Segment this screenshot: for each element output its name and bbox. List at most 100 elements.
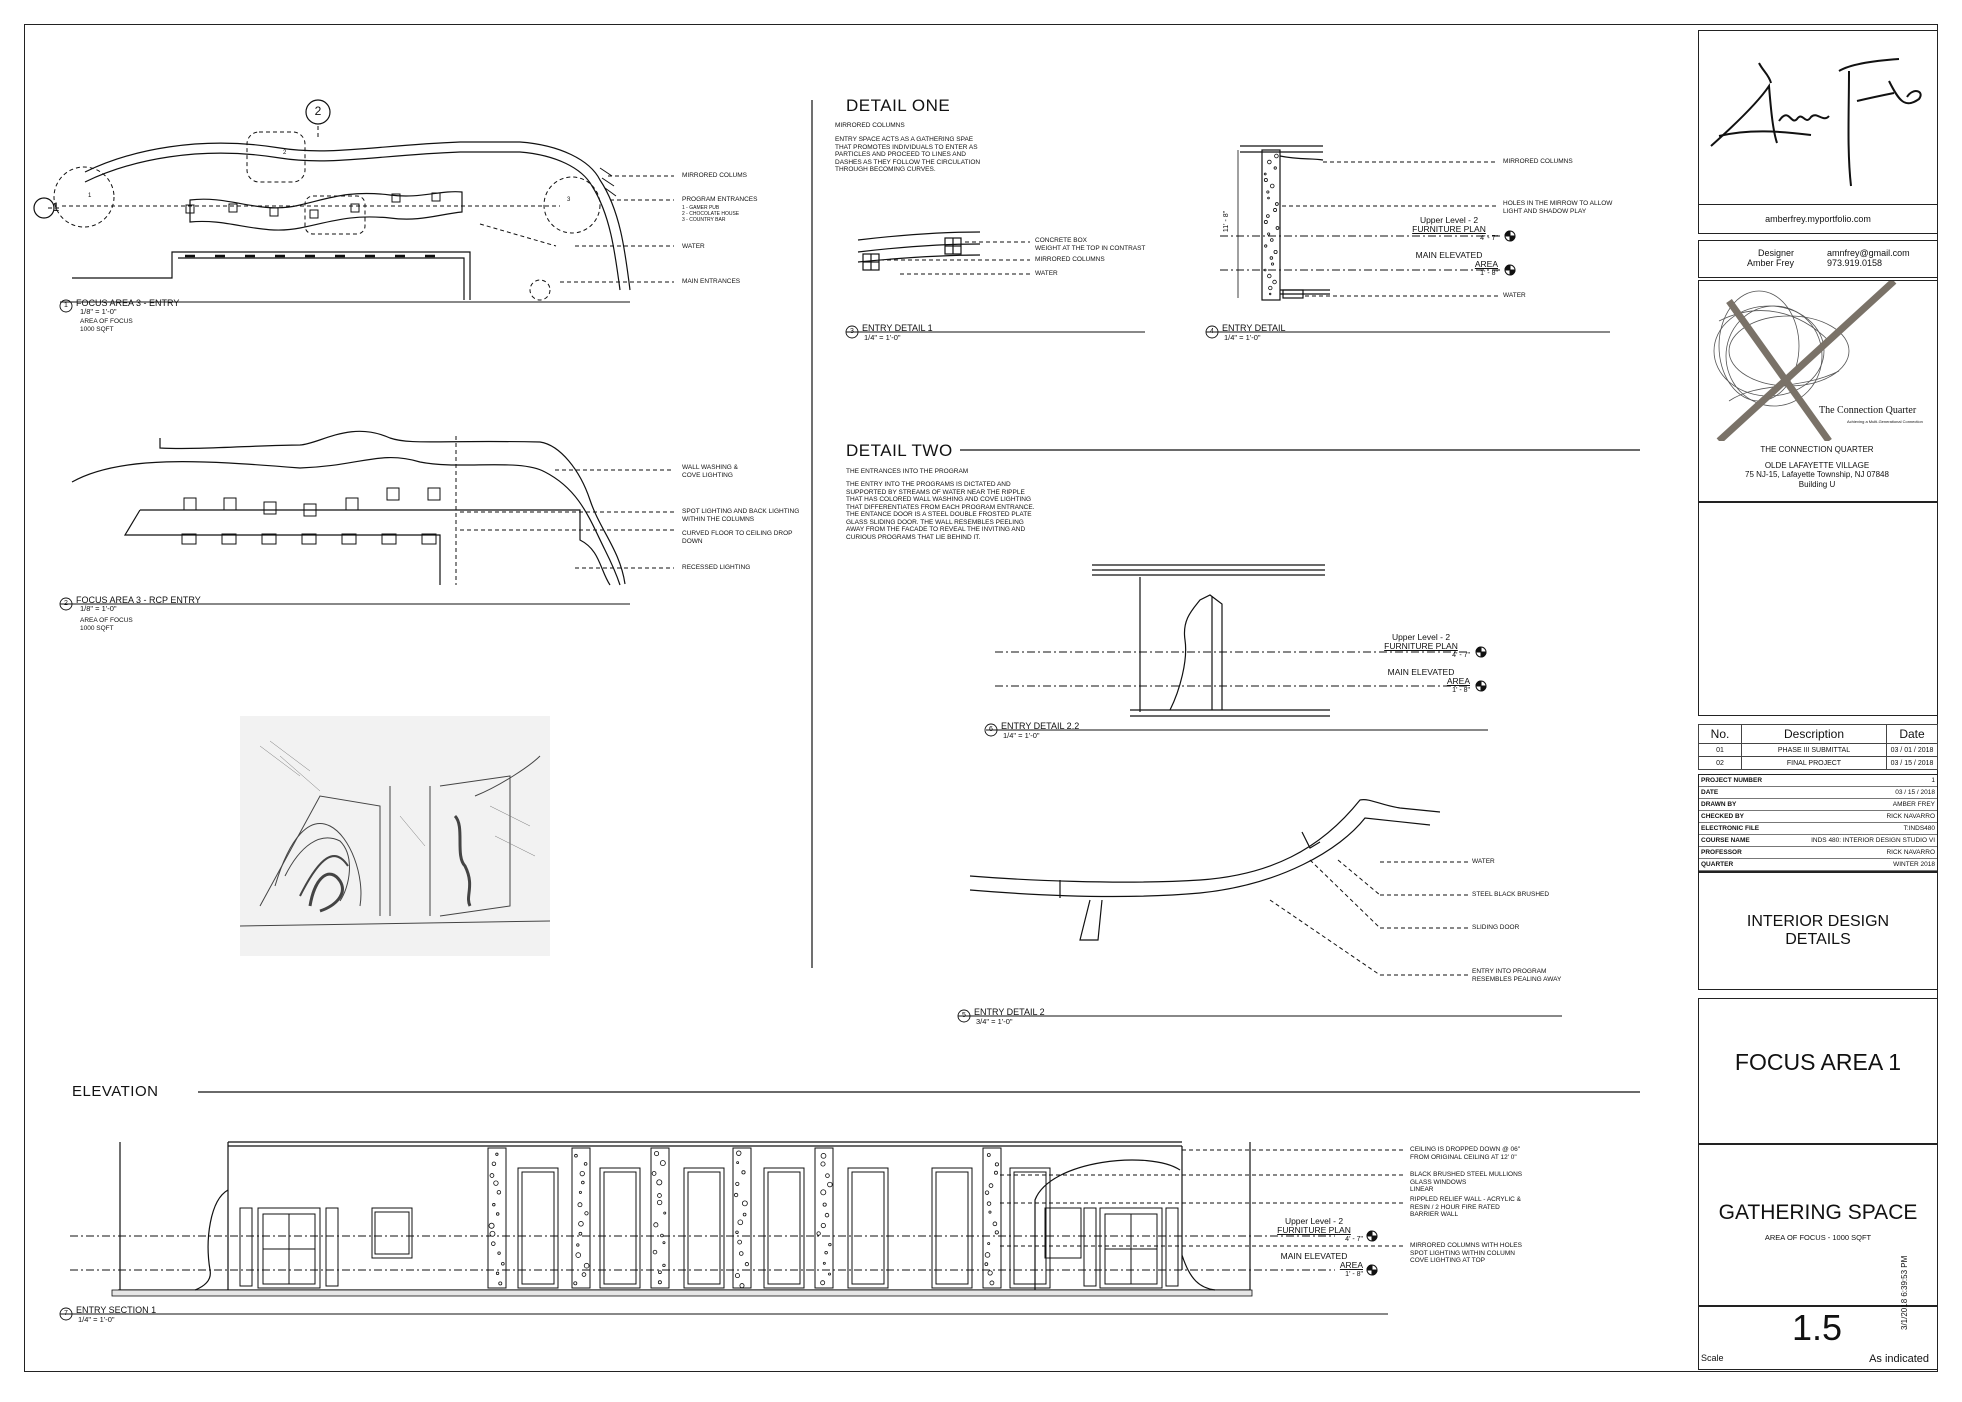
project-address: 75 NJ-15, Lafayette Township, NJ 07848 bbox=[1745, 470, 1889, 479]
blank-stamp-box bbox=[1698, 502, 1938, 716]
focus-area-box: FOCUS AREA 1 bbox=[1698, 998, 1938, 1144]
designer-info: Designer Amber Frey bbox=[1719, 248, 1794, 268]
designer-website: amberfrey.myportfolio.com bbox=[1698, 204, 1938, 234]
sheet-number-box: 1.5 Scale As indicated bbox=[1698, 1306, 1938, 1370]
designer-contacts: amnfrey@gmail.com 973.919.0158 bbox=[1827, 248, 1910, 268]
info-value: INDS 480: INTERIOR DESIGN STUDIO VI bbox=[1779, 834, 1937, 847]
info-key: ELECTRONIC FILE bbox=[1699, 822, 1780, 835]
column-hole bbox=[663, 1211, 667, 1215]
column-hole bbox=[984, 1190, 990, 1195]
d4-note-mirrored: MIRRORED COLUMNS bbox=[1503, 158, 1573, 165]
column-hole bbox=[496, 1212, 500, 1216]
info-value: 03 / 15 / 2018 bbox=[1779, 786, 1937, 799]
rev-no: 02 bbox=[1698, 756, 1742, 770]
column-hole bbox=[658, 1270, 662, 1275]
designer-contact-box: Designer Amber Frey amnfrey@gmail.com 97… bbox=[1698, 240, 1938, 278]
info-value: AMBER FREY bbox=[1779, 798, 1937, 811]
info-value: 1 bbox=[1779, 775, 1937, 787]
d7-level-upper-plan: FURNITURE PLAN bbox=[1277, 1225, 1351, 1235]
note-curved-floor: CURVED FLOOR TO CEILING DROP DOWN bbox=[682, 530, 793, 545]
info-key: CHECKED BY bbox=[1699, 810, 1780, 823]
column-hole bbox=[578, 1190, 582, 1194]
info-value: WINTER 2018 bbox=[1779, 858, 1937, 871]
column-hole bbox=[1275, 202, 1279, 206]
d7-level-main-name: MAIN ELEVATED bbox=[1280, 1251, 1348, 1261]
d7-level-main-elev: 1' - 8" bbox=[1345, 1271, 1363, 1278]
view-4-title: ENTRY DETAIL bbox=[1222, 323, 1286, 333]
column-hole bbox=[989, 1280, 995, 1286]
plan-callout-2: 2 bbox=[283, 150, 287, 156]
column-hole bbox=[988, 1210, 992, 1214]
column-hole bbox=[654, 1151, 660, 1157]
column-hole bbox=[1269, 183, 1275, 189]
d4-dimension: 11' - 8" bbox=[1223, 210, 1231, 233]
scale-value: As indicated bbox=[1869, 1353, 1929, 1365]
signature-box bbox=[1698, 30, 1938, 234]
detail-two-description: THE ENTRY INTO THE PROGRAMS IS DICTATED … bbox=[846, 481, 1035, 541]
column-hole bbox=[662, 1241, 666, 1245]
view-2-note: AREA OF FOCUS 1000 SQFT bbox=[80, 617, 133, 632]
d6-level-upper-name: Upper Level - 2 bbox=[1391, 632, 1451, 642]
project-name: THE CONNECTION QUARTER bbox=[1760, 445, 1874, 454]
column-hole bbox=[1273, 208, 1278, 212]
column-hole bbox=[657, 1193, 662, 1198]
column-hole bbox=[733, 1192, 739, 1198]
d5-note-water: WATER bbox=[1472, 858, 1495, 865]
plan-callout-1: 1 bbox=[88, 193, 92, 199]
column-hole bbox=[583, 1162, 588, 1166]
column-hole bbox=[737, 1219, 744, 1226]
info-key: PROFESSOR bbox=[1699, 846, 1780, 859]
column-hole bbox=[820, 1161, 826, 1167]
view-2-scale: 1/8" = 1'-0" bbox=[80, 604, 117, 613]
column-hole bbox=[820, 1153, 827, 1159]
column-hole bbox=[653, 1222, 659, 1228]
column-hole bbox=[739, 1251, 744, 1256]
plan-callout-3: 3 bbox=[567, 197, 571, 203]
column-hole bbox=[575, 1252, 582, 1258]
column-hole bbox=[581, 1180, 585, 1185]
d4-level-main-name: MAIN ELEVATED bbox=[1415, 250, 1483, 260]
project-building: Building U bbox=[1798, 479, 1836, 489]
gathering-space-title: GATHERING SPACE bbox=[1718, 1201, 1918, 1224]
view-2-title: FOCUS AREA 3 - RCP ENTRY bbox=[76, 595, 201, 605]
info-key: DRAWN BY bbox=[1699, 798, 1780, 811]
d4-level-upper-plan: FURNITURE PLAN bbox=[1412, 224, 1486, 234]
info-value: T:INDS480 bbox=[1779, 822, 1937, 835]
rev-no: 01 bbox=[1698, 743, 1742, 757]
column-hole bbox=[1273, 166, 1277, 170]
column-hole bbox=[496, 1190, 502, 1195]
column-hole bbox=[992, 1221, 998, 1227]
d7-level-upper-name: Upper Level - 2 bbox=[1284, 1216, 1344, 1226]
grid-bubble-2-label: 2 bbox=[314, 104, 322, 118]
column-hole bbox=[495, 1152, 499, 1156]
column-hole bbox=[579, 1170, 585, 1177]
column-hole bbox=[1270, 238, 1274, 242]
column-hole bbox=[1275, 226, 1280, 230]
d6-level-main-elev: 1' - 8" bbox=[1452, 687, 1470, 694]
column-hole bbox=[501, 1262, 505, 1266]
column-hole bbox=[583, 1262, 590, 1269]
column-hole bbox=[660, 1233, 664, 1238]
d4-note-water: WATER bbox=[1503, 292, 1526, 299]
note-program-list: 1 - GAMER PUB 2 - CHOCOLATE HOUSE 3 - CO… bbox=[682, 205, 740, 223]
column-hole bbox=[994, 1170, 998, 1175]
column-hole bbox=[662, 1263, 666, 1268]
view-7-scale: 1/4" = 1'-0" bbox=[78, 1315, 115, 1324]
detail-two-heading: DETAIL TWO bbox=[846, 441, 953, 460]
column-hole bbox=[827, 1181, 833, 1188]
column-hole bbox=[490, 1241, 496, 1246]
print-timestamp: 3/1/2018 6:39:53 PM bbox=[1900, 1255, 1909, 1330]
detail-one-subtitle: MIRRORED COLUMNS bbox=[835, 122, 905, 129]
d7-level-main: MAIN ELEVATED AREA 1' - 8" bbox=[1265, 1252, 1363, 1279]
column-hole bbox=[491, 1161, 497, 1166]
column-hole bbox=[578, 1221, 584, 1227]
column-hole bbox=[1264, 244, 1268, 248]
rev-col-desc: Description bbox=[1741, 724, 1887, 744]
column-hole bbox=[1266, 214, 1270, 218]
designer-name: Amber Frey bbox=[1746, 258, 1794, 268]
